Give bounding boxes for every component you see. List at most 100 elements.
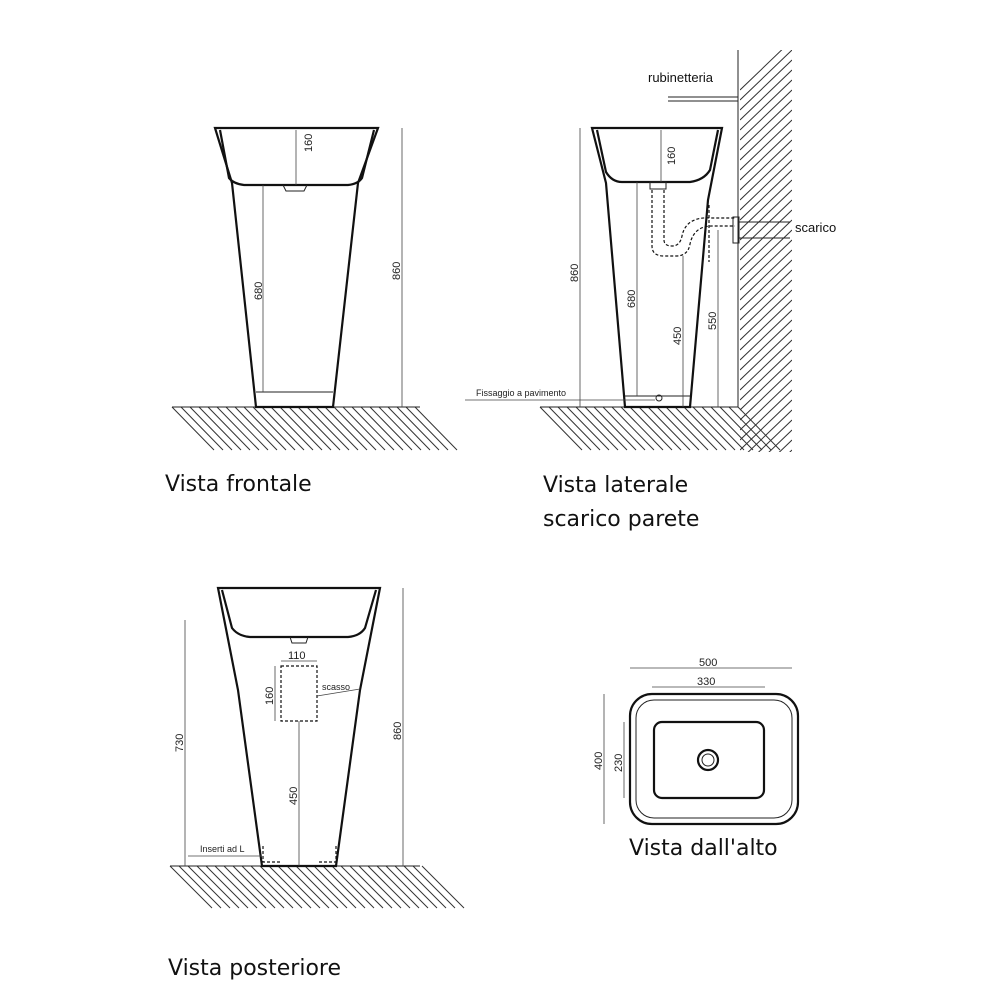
floor-fixing-point xyxy=(655,394,663,402)
top-drain-inner xyxy=(701,753,715,767)
hatch-line xyxy=(340,865,384,909)
hatch-line xyxy=(376,865,420,909)
hatch-line xyxy=(656,406,700,451)
top-basin-inner xyxy=(652,720,766,800)
hatch-line xyxy=(740,59,792,111)
hatch-line xyxy=(241,865,285,909)
hatch-line xyxy=(740,249,792,301)
recess-outline xyxy=(280,665,318,722)
hatch-line xyxy=(602,406,646,451)
hatch-line xyxy=(548,406,592,451)
hatch-line xyxy=(331,865,375,909)
recess-label: scasso xyxy=(322,682,350,692)
side-view: rubinetteria scarico Fissaggio a pavimen… xyxy=(465,50,836,532)
hatch-line xyxy=(740,219,792,271)
side-basin-inner xyxy=(595,129,720,184)
hatch-line xyxy=(740,369,792,421)
hatch-line xyxy=(740,159,792,211)
hatch-line xyxy=(566,406,610,451)
hatch-line xyxy=(747,409,792,452)
front-dim-860: 860 xyxy=(391,262,403,280)
hatch-line xyxy=(740,139,792,191)
hatch-line xyxy=(421,865,465,909)
hatch-line xyxy=(196,865,240,909)
hatch-line xyxy=(740,50,792,101)
hatch-line xyxy=(557,406,601,451)
hatch-line xyxy=(575,406,619,451)
top-drain-outer xyxy=(696,748,720,772)
hatch-line xyxy=(369,406,413,451)
front-drain-outlet xyxy=(282,184,308,192)
hatch-line xyxy=(740,209,792,261)
hatch-line xyxy=(740,99,792,151)
hatch-line xyxy=(647,406,691,451)
top-dim-330: 330 xyxy=(697,676,715,688)
rear-dim-860: 860 xyxy=(392,722,404,740)
hatch-line xyxy=(277,865,321,909)
side-basin-outline xyxy=(590,126,724,409)
hatch-line xyxy=(740,389,792,441)
hatch-line xyxy=(740,239,792,291)
hatch-line xyxy=(740,289,792,341)
hatch-line xyxy=(387,406,431,451)
top-view: 500 330 400 230 Vista dall'alto xyxy=(593,657,800,861)
hatch-line xyxy=(740,299,792,351)
hatch-line xyxy=(740,339,792,391)
hatch-line xyxy=(306,406,350,451)
hatch-line xyxy=(701,406,745,451)
hatch-line xyxy=(539,406,583,451)
hatch-line xyxy=(342,406,386,451)
front-dim-680: 680 xyxy=(253,282,265,300)
siphon-pipe-inner xyxy=(663,190,735,247)
hatch-line xyxy=(740,69,792,121)
hatch-line xyxy=(593,406,637,451)
hatch-line xyxy=(223,865,267,909)
hatch-line xyxy=(378,406,422,451)
side-view-title-line1: Vista laterale xyxy=(543,473,688,498)
hatch-line xyxy=(611,406,655,451)
hatch-line xyxy=(360,406,404,451)
l-insert-right xyxy=(319,846,337,863)
hatch-line xyxy=(349,865,393,909)
hatch-line xyxy=(189,406,233,451)
top-dim-400: 400 xyxy=(593,752,605,770)
hatch-line xyxy=(789,449,792,452)
hatch-line xyxy=(740,50,783,91)
hatch-line xyxy=(692,406,736,451)
hatch-line xyxy=(279,406,323,451)
hatch-line xyxy=(171,406,215,451)
hatch-line xyxy=(178,865,222,909)
hatch-line xyxy=(757,419,792,452)
inserts-label: Inserti ad L xyxy=(200,844,245,854)
hatch-line xyxy=(270,406,314,451)
hatch-line xyxy=(286,865,330,909)
hatch-line xyxy=(205,865,249,909)
top-basin-outer xyxy=(628,692,800,826)
l-insert-left xyxy=(262,846,280,863)
hatch-line xyxy=(740,149,792,201)
hatch-line xyxy=(243,406,287,451)
hatch-line xyxy=(304,865,348,909)
rear-dim-730: 730 xyxy=(174,734,186,752)
hatch-line xyxy=(740,279,792,331)
side-drain-outlet xyxy=(649,181,667,190)
hatch-line xyxy=(740,379,792,431)
hatch-line xyxy=(412,865,456,909)
hatch-line xyxy=(740,359,792,411)
hatch-line xyxy=(358,865,402,909)
hatch-line xyxy=(225,406,269,451)
front-basin-inner xyxy=(218,129,376,187)
side-dim-450: 450 xyxy=(672,327,684,345)
hatch-line xyxy=(322,865,366,909)
hatch-line xyxy=(740,349,792,401)
side-view-title-line2: scarico parete xyxy=(543,507,699,532)
hatch-line xyxy=(740,319,792,371)
hatch-line xyxy=(250,865,294,909)
hatch-line xyxy=(737,406,781,451)
side-dim-680: 680 xyxy=(626,290,638,308)
hatch-line xyxy=(268,865,312,909)
hatch-line xyxy=(351,406,395,451)
rear-dim-110: 110 xyxy=(288,650,306,662)
hatch-line xyxy=(584,406,628,451)
